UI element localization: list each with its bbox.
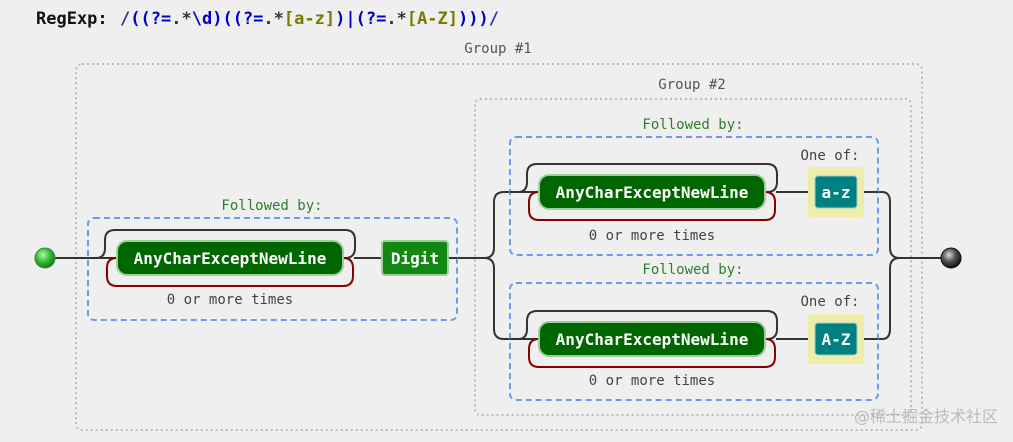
charset-lowercase[interactable]: a-z (808, 167, 864, 217)
regex-token: (?= (356, 9, 387, 29)
regex-token: .* (386, 9, 406, 29)
regex-token: / (120, 9, 130, 29)
repeat-loop-upper (528, 191, 776, 221)
merge-path-upper (878, 191, 901, 259)
repeat-loop-main (106, 257, 354, 287)
regex-token: [ (407, 9, 417, 29)
regex-token: / (489, 9, 499, 29)
regex-text: /((?=.*\d)((?=.*[a-z])|(?=.*[A-Z])))/ (120, 9, 499, 29)
repeat-loop-lower (528, 338, 776, 368)
charset-uppercase[interactable]: A-Z (808, 314, 864, 364)
repeat-label-main: 0 or more times (167, 292, 293, 308)
regex-token: ( (222, 9, 232, 29)
group1-label: Group #1 (464, 41, 531, 57)
skip-loop-lower (517, 310, 778, 340)
regex-token: ) (212, 9, 222, 29)
repeat-label-lower: 0 or more times (589, 373, 715, 389)
watermark: @稀土掘金技术社区 (854, 407, 998, 426)
regex-token: ] (325, 9, 335, 29)
regex-token: A-Z (417, 9, 448, 29)
regex-token: (?= (233, 9, 264, 29)
regex-token: a-z (294, 9, 325, 29)
node-anychar-lower[interactable]: AnyCharExceptNewLine (538, 321, 766, 357)
node-anychar-upper[interactable]: AnyCharExceptNewLine (538, 174, 766, 210)
regex-token: ( (130, 9, 140, 29)
branch-path-upper (483, 191, 510, 259)
lookahead-box-main (87, 217, 458, 321)
regex-token: [ (284, 9, 294, 29)
merge-path-lower (878, 257, 901, 340)
node-anychar-main-label: AnyCharExceptNewLine (134, 249, 327, 268)
branch-path-lower (483, 257, 510, 340)
end-node (940, 247, 962, 269)
regex-token: \d (192, 9, 212, 29)
skip-loop-upper (517, 163, 778, 193)
header-label: RegExp: (36, 9, 108, 29)
regex-token: ) (468, 9, 478, 29)
group2-label: Group #2 (658, 77, 725, 93)
range-lowercase-label: a-z (822, 183, 851, 202)
start-node (34, 247, 56, 269)
regex-token: ) (479, 9, 489, 29)
lookahead-label-main: Followed by: (221, 198, 322, 214)
node-anychar-lower-label: AnyCharExceptNewLine (556, 330, 749, 349)
node-anychar-main[interactable]: AnyCharExceptNewLine (116, 240, 344, 276)
regex-token: ] (448, 9, 458, 29)
lookahead-label-lower: Followed by: (642, 262, 743, 278)
skip-loop-main (95, 229, 356, 259)
repeat-label-upper: 0 or more times (589, 228, 715, 244)
regex-token: | (345, 9, 355, 29)
lookahead-label-upper: Followed by: (642, 117, 743, 133)
range-uppercase-label: A-Z (822, 330, 851, 349)
one-of-label-upper: One of: (800, 148, 859, 164)
regex-token: (?= (141, 9, 172, 29)
node-digit[interactable]: Digit (381, 240, 449, 276)
regex-token: ) (458, 9, 468, 29)
group1-box (75, 63, 923, 431)
node-anychar-upper-label: AnyCharExceptNewLine (556, 183, 749, 202)
regex-token: .* (263, 9, 283, 29)
one-of-label-lower: One of: (800, 294, 859, 310)
regex-token: .* (171, 9, 191, 29)
node-digit-label: Digit (391, 249, 439, 268)
regex-token: ) (335, 9, 345, 29)
